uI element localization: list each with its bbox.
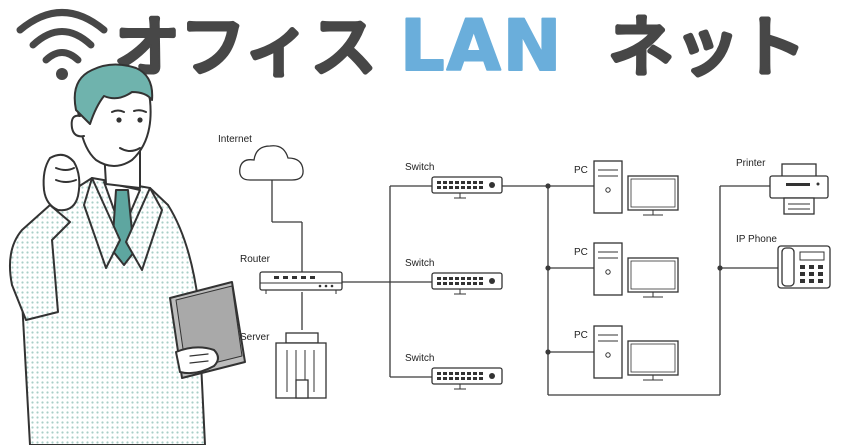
label-server: Server [240,332,270,343]
desktop-pc-icon-3 [593,325,679,381]
desktop-pc-icon-1 [593,160,679,216]
businessman-illustration [9,63,246,445]
label-pc-2: PC [574,247,588,258]
wifi-icon [16,9,108,80]
ip-phone-icon [777,245,831,289]
label-pc-1: PC [574,165,588,176]
network-switch-icon-3 [431,367,503,390]
label-pc-3: PC [574,330,588,341]
printer-icon [769,163,829,215]
label-switch-1: Switch [405,162,434,173]
label-router: Router [240,254,271,265]
desktop-pc-icon-2 [593,242,679,298]
label-ip-phone: IP Phone [736,234,777,245]
label-switch-3: Switch [405,353,434,364]
label-printer: Printer [736,158,766,169]
network-switch-icon-1 [431,176,503,199]
network-switch-icon-2 [431,272,503,295]
title-part-net: ネット [608,9,806,86]
title-part-lan: LAN [400,5,563,87]
title-part-office: オフィス [114,9,377,86]
site-title: オフィス LAN ネット [113,4,808,88]
label-switch-2: Switch [405,258,434,269]
cloud-icon [239,145,304,181]
label-internet: Internet [218,134,252,145]
router-icon [259,271,343,294]
server-building-icon [275,332,327,399]
network-wires [271,180,778,396]
